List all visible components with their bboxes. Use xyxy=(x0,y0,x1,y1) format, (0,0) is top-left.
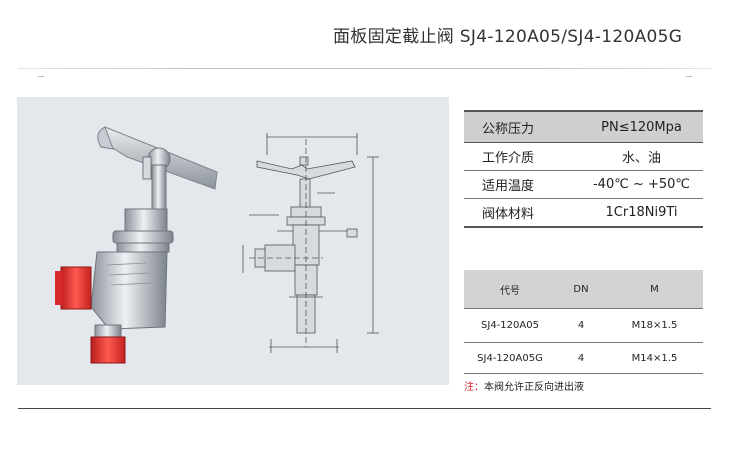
model-table: 代号 DN M SJ4-120A05 4 M18×1.5 SJ4-120A05G… xyxy=(464,270,703,374)
page-title: 面板固定截止阀 SJ4-120A05/SJ4-120A05G xyxy=(333,27,683,47)
spec-value: PN≤120Mpa xyxy=(580,110,703,143)
corner-mark-right xyxy=(686,76,692,83)
spec-value: 水、油 xyxy=(580,142,703,171)
model-code: SJ4-120A05G xyxy=(464,342,556,374)
spec-row: 适用温度 -40℃ ~ +50℃ xyxy=(464,170,703,199)
spec-row: 工作介质 水、油 xyxy=(464,142,703,171)
model-code: SJ4-120A05 xyxy=(464,308,556,343)
note-label: 注： xyxy=(464,382,484,393)
spec-row: 阀体材料 1Cr18Ni9Ti xyxy=(464,198,703,228)
spec-key: 公称压力 xyxy=(464,110,580,143)
top-divider xyxy=(18,68,711,69)
column-header: M xyxy=(606,270,703,309)
model-dn: 4 xyxy=(556,342,606,374)
model-thread: M14×1.5 xyxy=(606,342,703,374)
technical-drawing xyxy=(242,133,379,353)
spec-table: 公称压力 PN≤120Mpa 工作介质 水、油 适用温度 -40℃ ~ +50℃… xyxy=(464,110,703,228)
model-table-header: 代号 DN M xyxy=(464,270,703,309)
model-dn: 4 xyxy=(556,308,606,343)
spec-key: 适用温度 xyxy=(464,170,580,199)
table-row: SJ4-120A05G 4 M14×1.5 xyxy=(464,342,703,374)
note-text: 本阀允许正反向进出液 xyxy=(484,382,584,393)
model-thread: M18×1.5 xyxy=(606,308,703,343)
corner-mark-left xyxy=(38,76,44,83)
valve-photo xyxy=(55,126,218,364)
usage-note: 注：本阀允许正反向进出液 xyxy=(464,378,584,393)
column-header: 代号 xyxy=(464,270,556,309)
spec-value: -40℃ ~ +50℃ xyxy=(580,170,703,199)
spec-key: 工作介质 xyxy=(464,142,580,171)
product-image-panel xyxy=(17,97,449,385)
spec-value: 1Cr18Ni9Ti xyxy=(580,198,703,228)
table-row: SJ4-120A05 4 M18×1.5 xyxy=(464,308,703,343)
bottom-divider xyxy=(18,408,711,409)
spec-key: 阀体材料 xyxy=(464,198,580,228)
spec-row: 公称压力 PN≤120Mpa xyxy=(464,110,703,143)
column-header: DN xyxy=(556,270,606,309)
